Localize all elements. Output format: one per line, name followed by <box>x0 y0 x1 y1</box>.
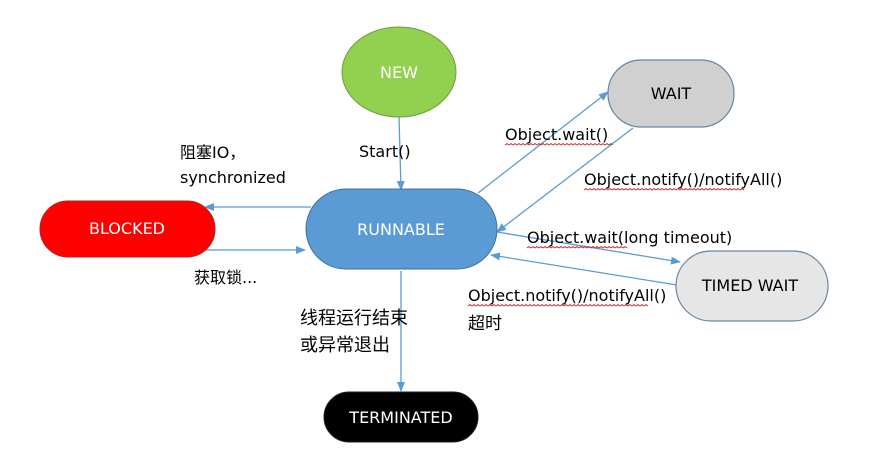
label-terminate-line1: 线程运行结束 <box>300 308 408 329</box>
state-timed-wait-label: TIMED WAIT <box>701 276 798 295</box>
arrow-runnable-to-wait <box>477 91 609 194</box>
state-blocked-label: BLOCKED <box>89 219 165 238</box>
state-blocked: BLOCKED <box>39 200 216 258</box>
label-object-notify: Object.notify()/notifyAll() <box>584 170 782 189</box>
state-new: NEW <box>341 26 457 118</box>
arrow-new-to-runnable <box>396 116 405 191</box>
state-terminated-label: TERMINATED <box>348 408 452 427</box>
label-object-wait: Object.wait() <box>505 125 608 144</box>
label-block-line2: synchronized <box>180 168 286 187</box>
arrow-wait-to-runnable <box>496 127 634 233</box>
misspelling-underline <box>504 143 614 146</box>
label-timeout: 超时 <box>468 314 502 334</box>
state-runnable-label: RUNNABLE <box>357 220 445 239</box>
state-runnable: RUNNABLE <box>305 188 498 270</box>
state-wait: WAIT <box>607 59 735 128</box>
state-wait-label: WAIT <box>651 84 692 103</box>
label-timed-notify: Object.notify()/notifyAll() <box>468 286 666 305</box>
misspelling-underline <box>583 188 745 191</box>
state-timed-wait: TIMED WAIT <box>675 250 829 322</box>
label-object-wait-timeout: Object.wait(long timeout) <box>527 228 732 247</box>
misspelling-underline <box>526 246 628 249</box>
misspelling-underline <box>467 304 649 307</box>
label-terminate-line2: 或异常退出 <box>300 335 390 356</box>
label-acquire-lock: 获取锁... <box>194 268 257 287</box>
state-terminated: TERMINATED <box>323 391 479 443</box>
arrow-timed-wait-to-runnable <box>490 252 678 286</box>
label-block-line1: 阻塞IO， <box>180 143 245 162</box>
state-new-label: NEW <box>380 63 418 82</box>
label-start: Start() <box>359 142 411 161</box>
